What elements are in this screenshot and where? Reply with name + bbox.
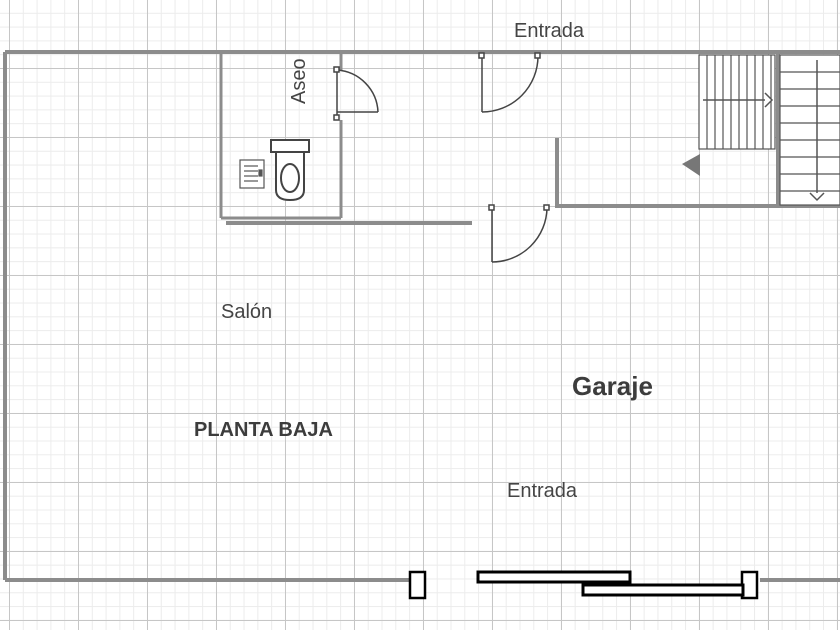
stairs-icon: [698, 54, 776, 150]
garage-label: Garaje: [572, 371, 653, 401]
exterior-walls: [3, 50, 840, 582]
living-room-label: Salón: [221, 301, 273, 323]
garage-entrance-label: Entrada: [507, 480, 578, 502]
bathroom-door-swing-icon: [333, 66, 379, 121]
sink-icon: [239, 159, 265, 189]
entrance-label: Entrada: [514, 20, 585, 42]
stair-arrow-icon: [682, 154, 700, 176]
floor-title: PLANTA BAJA: [194, 419, 333, 441]
entrance-door-swing-icon: [478, 52, 541, 113]
interior-walls: [226, 52, 840, 225]
bathroom-label: Aseo: [288, 58, 310, 104]
toilet-icon: [270, 139, 310, 202]
garage-door-swing-icon: [488, 204, 550, 263]
stairs-icon: [779, 54, 840, 206]
sliding-gate-icon: [408, 570, 759, 600]
bathroom-walls: [219, 52, 343, 220]
